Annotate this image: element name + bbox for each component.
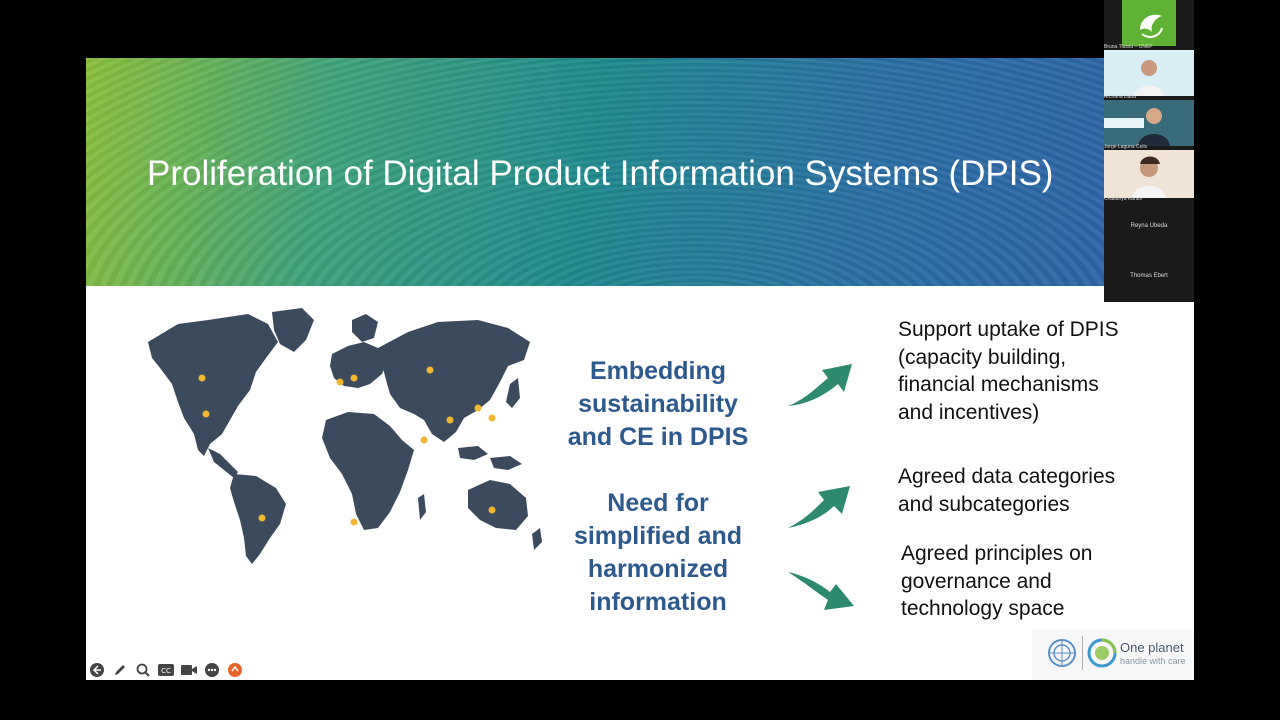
un-emblem-icon: [1048, 639, 1076, 667]
one-planet-tagline: handle with care: [1120, 656, 1186, 666]
svg-text:CC: CC: [161, 667, 171, 675]
slide-title: Proliferation of Digital Product Informa…: [147, 154, 1054, 193]
reaction-icon[interactable]: [226, 661, 244, 679]
participant-video[interactable]: [1104, 50, 1194, 96]
arrow-down-right-icon: [788, 572, 854, 610]
right-point-support: Support uptake of DPIS (capacity buildin…: [898, 318, 1119, 424]
participant-video[interactable]: [1104, 100, 1194, 146]
participant-name: Chaitanya Kanuri: [1104, 196, 1143, 202]
pen-icon[interactable]: [111, 661, 129, 679]
one-planet-logo-icon: [1087, 638, 1117, 668]
participant-name: Archana Datta: [1104, 94, 1136, 100]
footer-logos: One planet handle with care: [1032, 630, 1194, 680]
participant-panel: Bruna Tiussu – UNEP Archana Datta Jorge …: [1104, 0, 1194, 302]
more-icon[interactable]: [203, 661, 221, 679]
center-text-embedding: Embedding sustainability and CE in DPIS: [567, 357, 749, 451]
arrow-up-right-icon: [788, 486, 850, 528]
right-point-principles: Agreed principles on governance and tech…: [901, 542, 1093, 620]
center-text-need: Need for simplified and harmonized infor…: [573, 489, 743, 616]
participant-name: Bruna Tiussu – UNEP: [1104, 44, 1153, 50]
presentation-toolbar: CC: [88, 660, 244, 680]
participant-video[interactable]: [1104, 150, 1194, 198]
title-banner: Proliferation of Digital Product Informa…: [86, 58, 1194, 286]
world-map-image: [148, 308, 542, 564]
participant-name: Thomas Ebert: [1130, 273, 1168, 279]
one-planet-text: One planet: [1120, 640, 1184, 655]
arrow-up-right-icon: [788, 364, 852, 406]
participant-name: Reyna Ubeda: [1130, 223, 1168, 229]
zoom-icon[interactable]: [134, 661, 152, 679]
captions-icon[interactable]: CC: [157, 661, 175, 679]
camera-icon[interactable]: [180, 661, 198, 679]
presentation-slide: Proliferation of Digital Product Informa…: [86, 58, 1194, 680]
right-point-data-categories: Agreed data categories and subcategories: [898, 465, 1116, 516]
meeting-logo-icon: [1122, 0, 1176, 46]
participant-name: Jorge Laguna Celis: [1104, 144, 1148, 150]
back-icon[interactable]: [88, 661, 106, 679]
